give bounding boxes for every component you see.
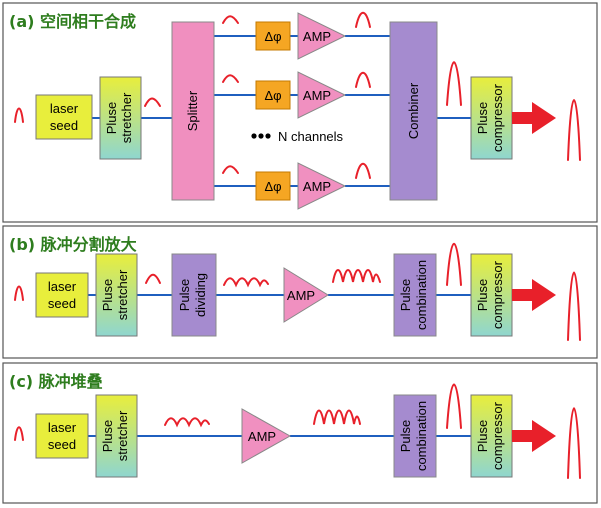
splitter-label: Splitter [185, 90, 200, 131]
phase-label: Δφ [264, 88, 281, 103]
stretched-pulse [144, 97, 161, 107]
laser-seed-label-line1: laser [48, 279, 77, 294]
pulse-stretcher-box-c: Pluse stretcher [95, 394, 138, 478]
pulse-stretcher-box-a: Pluse stretcher [99, 76, 142, 160]
stretched-pulse [145, 273, 161, 284]
split-pulse-2 [222, 74, 239, 83]
stretcher-label-line2: stretcher [115, 269, 130, 320]
output-arrow-a [512, 102, 556, 134]
split-pulse-1 [222, 15, 239, 24]
compressor-label-line2: compressor [490, 83, 505, 152]
phase-shifter-2: Δφ [255, 80, 291, 110]
laser-seed-label-line2: seed [48, 437, 76, 452]
compressor-label-line2: compressor [490, 401, 505, 470]
combiner-label: Combiner [406, 82, 421, 139]
divided-pulses [223, 277, 269, 288]
laser-seed-label-line2: seed [50, 118, 78, 133]
seed-pulse [14, 426, 24, 441]
stretcher-label-line1: Pluse [100, 279, 115, 312]
output-arrow-b [512, 279, 556, 311]
panel-a-pulses [14, 11, 581, 179]
pulse-compressor-box-a: Pluse compressor [470, 76, 513, 160]
compressor-label-line1: Pluse [475, 420, 490, 453]
channels-note: N channels [251, 129, 344, 144]
phase-shifter-1: Δφ [255, 21, 291, 51]
laser-seed-box-b: laser seed [35, 272, 89, 318]
pulse-stretcher-box-b: Pluse stretcher [95, 253, 138, 337]
pulse-compressor-box-b: Pluse compressor [470, 253, 513, 337]
amplifier-2: AMP [297, 71, 347, 119]
combination-label-line1: Pulse [398, 420, 413, 453]
amplified-pulses [332, 269, 381, 283]
laser-seed-label-line2: seed [48, 296, 76, 311]
amp-label: AMP [303, 29, 331, 44]
panel-c-title: (c) 脉冲堆叠 [9, 372, 103, 391]
amp-label: AMP [303, 88, 331, 103]
panel-a-wires [92, 35, 471, 187]
dividing-label-line1: Pulse [177, 279, 192, 312]
splitter-box: Splitter [171, 21, 215, 201]
combined-pulse [446, 61, 462, 106]
compressor-label-line1: Pluse [475, 279, 490, 312]
phase-label: Δφ [264, 179, 281, 194]
compressed-pulse [567, 99, 581, 161]
pulse-dividing-box: Pulse dividing [171, 253, 217, 337]
phase-shifter-n: Δφ [255, 171, 291, 201]
laser-seed-label-line1: laser [48, 420, 77, 435]
panel-b: (b) 脉冲分割放大 laser seed Pluse stretcher Pu… [2, 225, 598, 359]
combination-label-line2: combination [414, 401, 429, 471]
stretched-pulses [164, 417, 210, 428]
laser-seed-label-line1: laser [50, 101, 79, 116]
amp-label: AMP [287, 288, 315, 303]
pulse-combination-box-b: Pulse combination [393, 253, 437, 337]
panel-c-pulses [14, 383, 581, 479]
output-arrow-c [512, 420, 556, 452]
seed-pulse [14, 285, 24, 301]
panel-b-pulses [14, 243, 581, 341]
amplified-pulses [313, 409, 361, 425]
compressed-pulse [567, 407, 581, 479]
combination-label-line1: Pulse [398, 279, 413, 312]
panel-a: (a) 空间相干合成 laser seed Pluse stretch [2, 2, 598, 223]
phase-label: Δφ [264, 29, 281, 44]
pulse-combination-box-c: Pulse combination [393, 394, 437, 478]
stacked-pulse [446, 383, 462, 429]
laser-seed-box-a: laser seed [35, 94, 93, 140]
compressor-label-line2: compressor [490, 260, 505, 329]
amplifier-c: AMP [241, 408, 292, 464]
combination-label-line2: combination [414, 260, 429, 330]
panel-a-title: (a) 空间相干合成 [9, 12, 136, 31]
amp-pulse-2 [355, 71, 371, 88]
pulse-compressor-box-c: Pluse compressor [470, 394, 513, 478]
laser-seed-box-c: laser seed [35, 413, 89, 459]
amp-label: AMP [303, 179, 331, 194]
stretcher-label-line1: Pluse [100, 420, 115, 453]
stretcher-label-line2: stretcher [115, 410, 130, 461]
compressed-pulse [567, 271, 581, 341]
amplifier-1: AMP [297, 12, 347, 60]
split-pulse-n [222, 165, 239, 174]
combined-pulse [446, 243, 462, 286]
panel-b-title: (b) 脉冲分割放大 [9, 235, 137, 254]
amplifier-b: AMP [283, 267, 329, 323]
amp-label: AMP [248, 429, 276, 444]
amplifier-n: AMP [297, 162, 347, 210]
channels-note-label: N channels [278, 129, 344, 144]
combiner-box: Combiner [389, 21, 438, 201]
stretcher-label-line1: Pluse [104, 102, 119, 135]
stretcher-label-line2: stretcher [119, 92, 134, 143]
panel-c: (c) 脉冲堆叠 laser seed Pluse stretcher AMP … [2, 362, 598, 504]
amp-pulse-1 [355, 11, 371, 28]
dividing-label-line2: dividing [193, 273, 208, 317]
compressor-label-line1: Pluse [475, 102, 490, 135]
seed-pulse [14, 107, 24, 123]
amp-pulse-n [355, 162, 371, 179]
